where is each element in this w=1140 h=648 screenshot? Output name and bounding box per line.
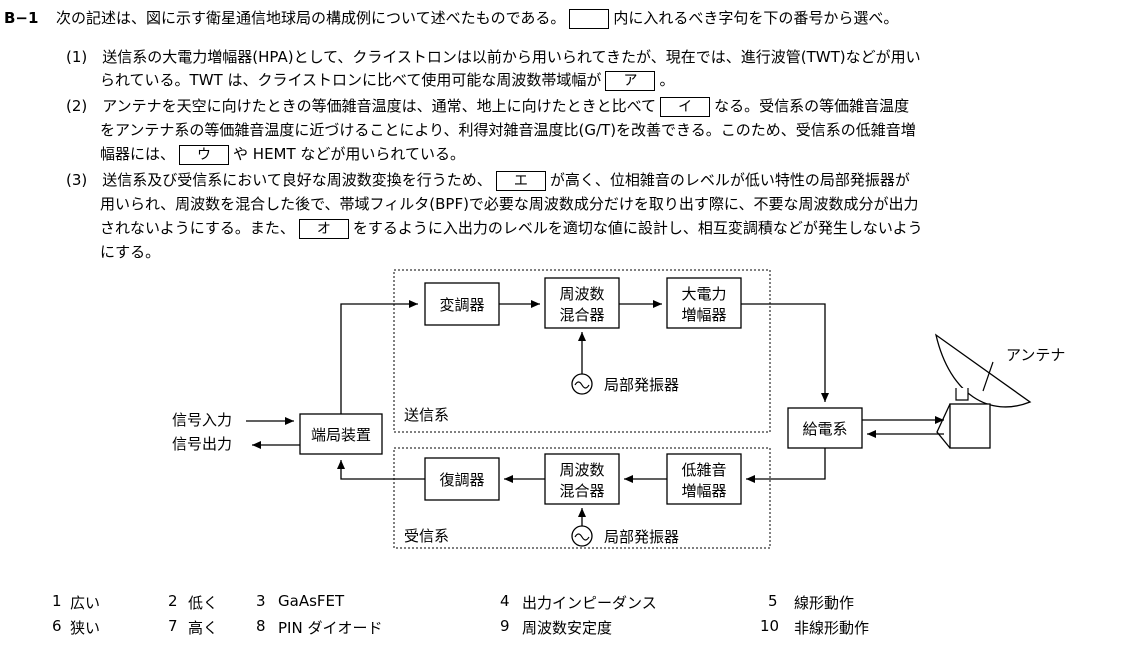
lna-label-2: 増幅器	[681, 482, 726, 500]
terminal-box	[299, 413, 383, 455]
choice-num: 3	[256, 592, 266, 610]
para3-line1: (3) 送信系及び受信系において良好な周波数変換を行うため、エが高く、位相雑音の…	[66, 170, 910, 191]
antenna-label: アンテナ	[1006, 346, 1065, 364]
tx-mixer-label-2: 混合器	[559, 306, 604, 324]
problem-intro-end: 内に入れるべき字句を下の番号から選べ。	[613, 9, 899, 27]
demodulator-box	[424, 457, 500, 501]
signal-out-label: 信号出力	[172, 435, 232, 453]
feed-box	[787, 407, 863, 449]
choice-text: PIN ダイオード	[278, 619, 383, 637]
problem-header: B−1 次の記述は、図に示す衛星通信地球局の構成例について述べたものである。 内に…	[4, 8, 898, 29]
rx-mixer-box	[544, 453, 620, 505]
hpa-box	[666, 277, 742, 329]
choice-text: 出力インピーダンス	[522, 594, 657, 612]
choice-text: 高く	[188, 619, 219, 637]
para2-text-a: (2) アンテナを天空に向けたときの等価雑音温度は、通常、地上に向けたときと比べ…	[66, 97, 657, 115]
choice-text: 狭い	[70, 619, 101, 637]
para2-text-c: 幅器には、	[100, 145, 176, 163]
para1-line1: (1) 送信系の大電力増幅器(HPA)として、クライストロンは以前から用いられて…	[66, 48, 921, 66]
para3-line3: されないようにする。また、オをするように入出力のレベルを適切な値に設計し、相互変…	[100, 218, 923, 239]
rx-mixer-label-1: 周波数	[559, 461, 604, 479]
problem-id: B−1	[4, 9, 39, 27]
blank-o: オ	[298, 218, 349, 239]
modulator-label: 変調器	[439, 296, 484, 314]
choice-text: 非線形動作	[794, 619, 870, 637]
para2-line1: (2) アンテナを天空に向けたときの等価雑音温度は、通常、地上に向けたときと比べ…	[66, 96, 909, 117]
blank-i: イ	[660, 96, 711, 117]
para2-text-b: なる。受信系の等価雑音温度	[714, 97, 910, 115]
choice-num: 9	[500, 617, 510, 635]
signal-in-label: 信号入力	[172, 411, 232, 429]
blank-e: エ	[495, 170, 546, 191]
antenna-icon	[934, 333, 1032, 449]
tx-local-osc-label: 局部発振器	[604, 376, 679, 394]
choice-text: GaAsFET	[278, 592, 345, 610]
choice-num: 6	[52, 617, 62, 635]
problem-intro: 次の記述は、図に示す衛星通信地球局の構成例について述べたものである。	[56, 9, 566, 27]
choice-text: 低く	[188, 594, 219, 612]
tx-group-label: 送信系	[404, 406, 449, 424]
para1-line2: られている。TWT は、クライストロンに比べて使用可能な周波数帯域幅がア。	[100, 70, 674, 91]
demodulator-label: 復調器	[439, 471, 484, 489]
rx-mixer-label-2: 混合器	[559, 482, 604, 500]
para1-end: 。	[659, 71, 675, 89]
para3-text-c: されないようにする。また、	[100, 219, 295, 237]
para3-line2: 用いられ、周波数を混合した後で、帯域フィルタ(BPF)で必要な周波数成分だけを取…	[100, 195, 919, 213]
choice-num: 8	[256, 617, 266, 635]
tx-mixer-box	[544, 277, 620, 329]
hpa-label-1: 大電力	[681, 285, 726, 303]
feed-label: 給電系	[802, 420, 847, 438]
para2-line2: をアンテナ系の等価雑音温度に近づけることにより、利得対雑音温度比(G/T)を改善…	[100, 121, 916, 139]
choice-num: 4	[500, 592, 510, 610]
lna-label-1: 低雑音	[681, 461, 726, 479]
choice-num: 2	[168, 592, 178, 610]
choice-num: 10	[760, 617, 780, 635]
choice-num: 1	[52, 592, 62, 610]
para1-text: られている。TWT は、クライストロンに比べて使用可能な周波数帯域幅が	[100, 71, 602, 89]
terminal-label: 端局装置	[311, 426, 371, 444]
choice-text: 周波数安定度	[522, 619, 613, 637]
rx-group-label: 受信系	[404, 527, 449, 545]
para3-text-d: をするように入出力のレベルを適切な値に設計し、相互変調積などが発生しないよう	[352, 219, 923, 237]
blank-box-example	[569, 8, 610, 29]
tx-mixer-label-1: 周波数	[559, 285, 604, 303]
choice-text: 広い	[70, 594, 101, 612]
choice-num: 5	[768, 592, 778, 610]
tx-group-frame	[393, 269, 771, 433]
rx-group-frame	[393, 447, 771, 549]
blank-a: ア	[605, 70, 656, 91]
para2-line3: 幅器には、ウや HEMT などが用いられている。	[100, 144, 465, 165]
para3-text-b: が高く、位相雑音のレベルが低い特性の局部発振器が	[549, 171, 910, 189]
choice-num: 7	[168, 617, 178, 635]
hpa-label-2: 増幅器	[681, 306, 726, 324]
para2-text-d: や HEMT などが用いられている。	[233, 145, 465, 163]
para3-text-a: (3) 送信系及び受信系において良好な周波数変換を行うため、	[66, 171, 492, 189]
rx-local-osc-label: 局部発振器	[604, 528, 679, 546]
blank-u: ウ	[179, 144, 230, 165]
choice-text: 線形動作	[794, 594, 855, 612]
para3-line4: にする。	[100, 243, 161, 261]
